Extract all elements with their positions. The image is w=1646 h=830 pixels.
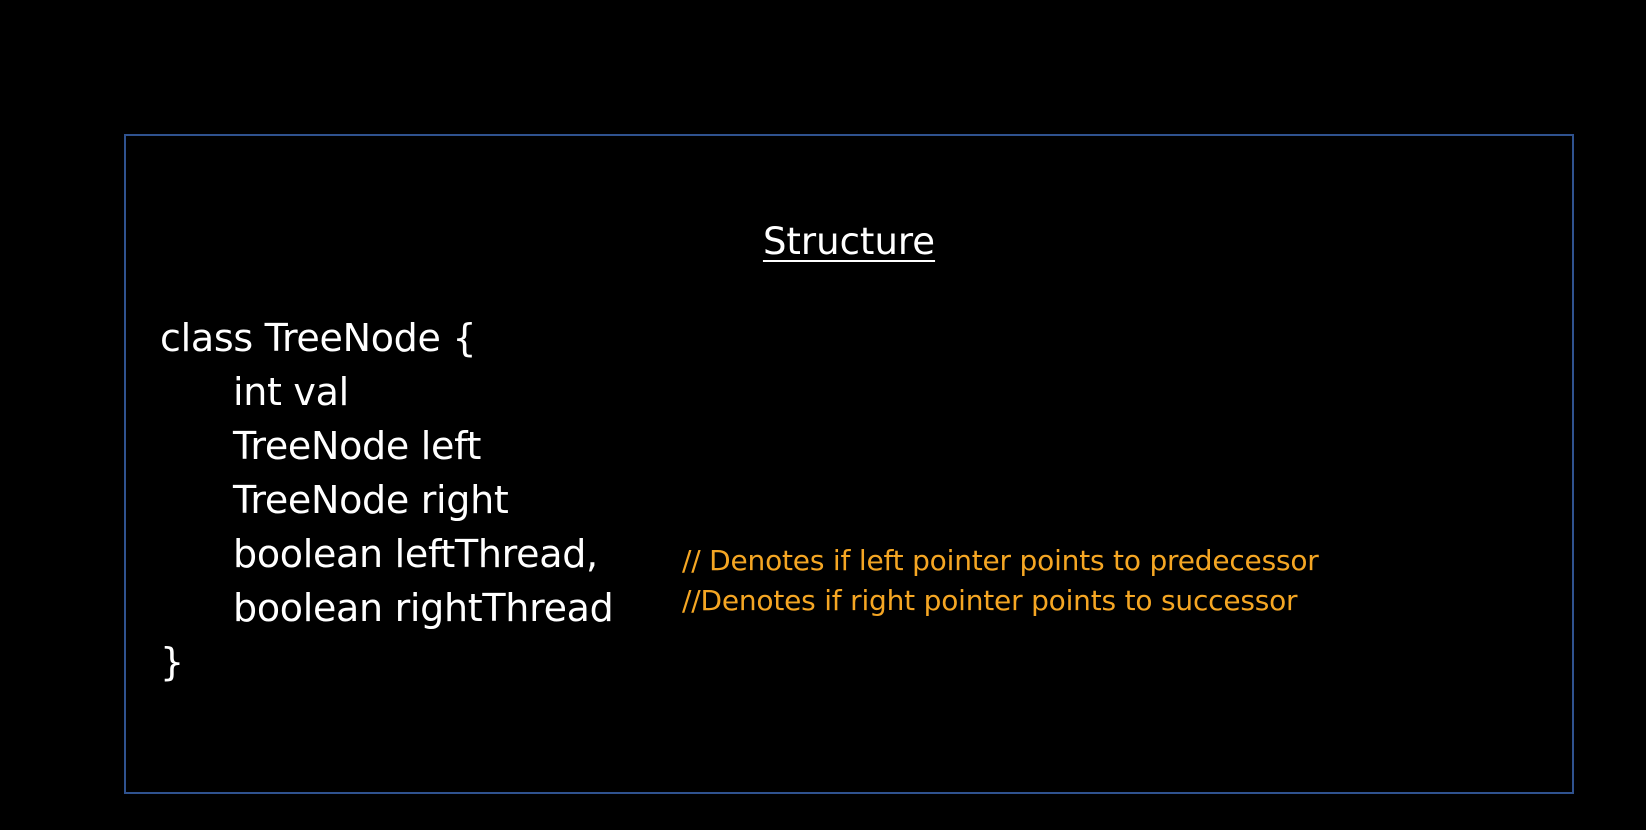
- field-right-thread: boolean rightThread: [233, 586, 614, 630]
- right-thread-comment: //Denotes if right pointer points to suc…: [682, 584, 1298, 617]
- left-thread-comment: // Denotes if left pointer points to pre…: [682, 544, 1319, 577]
- field-val: int val: [233, 370, 349, 414]
- class-declaration-close: }: [160, 640, 184, 684]
- slide-frame: Structure class TreeNode { int val TreeN…: [124, 134, 1574, 794]
- field-left: TreeNode left: [233, 424, 482, 468]
- field-right: TreeNode right: [233, 478, 509, 522]
- class-declaration-open: class TreeNode {: [160, 316, 477, 360]
- slide-title: Structure: [762, 220, 936, 263]
- field-left-thread: boolean leftThread,: [233, 532, 598, 576]
